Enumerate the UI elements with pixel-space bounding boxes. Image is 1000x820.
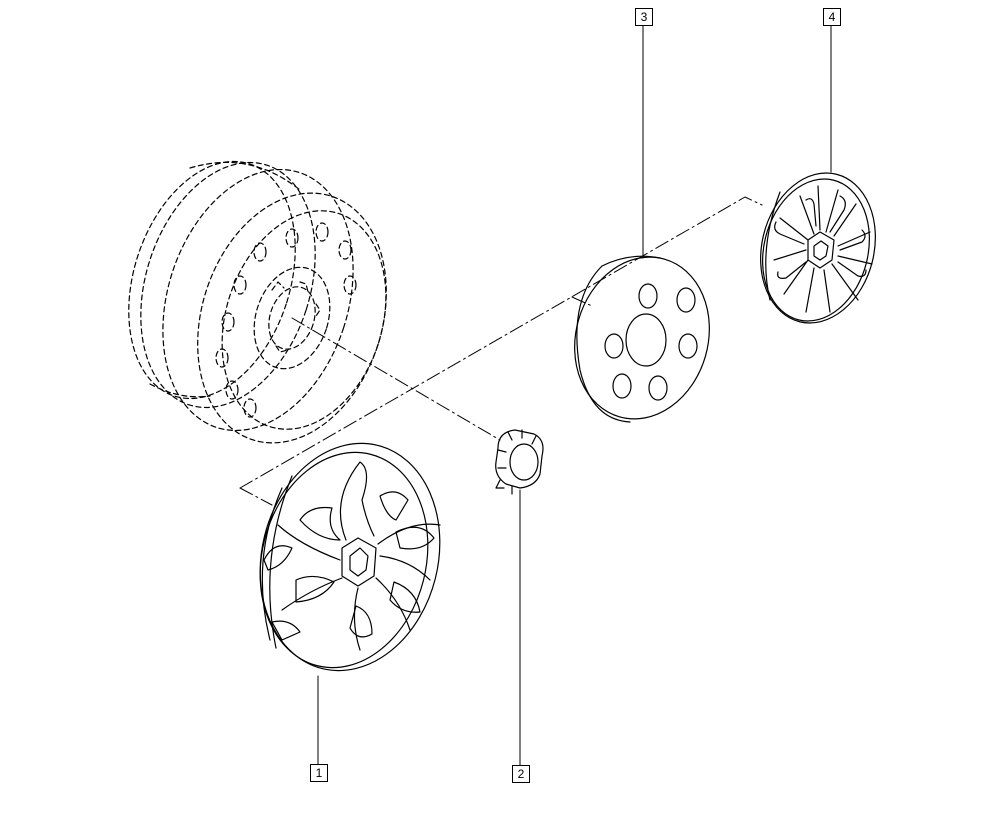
center-cap-icon	[495, 429, 544, 495]
wheel-cover-icon	[259, 442, 441, 672]
callout-3: 3	[635, 8, 653, 26]
callout-4: 4	[823, 8, 841, 26]
callout-2: 2	[512, 765, 530, 783]
assembly-axis-lines	[239, 196, 763, 506]
wheel-trim-icon	[760, 172, 876, 324]
steel-wheel-reference	[128, 160, 387, 444]
spacer-disc-icon	[574, 255, 710, 423]
callout-1: 1	[310, 764, 328, 782]
leader-lines	[317, 24, 832, 766]
